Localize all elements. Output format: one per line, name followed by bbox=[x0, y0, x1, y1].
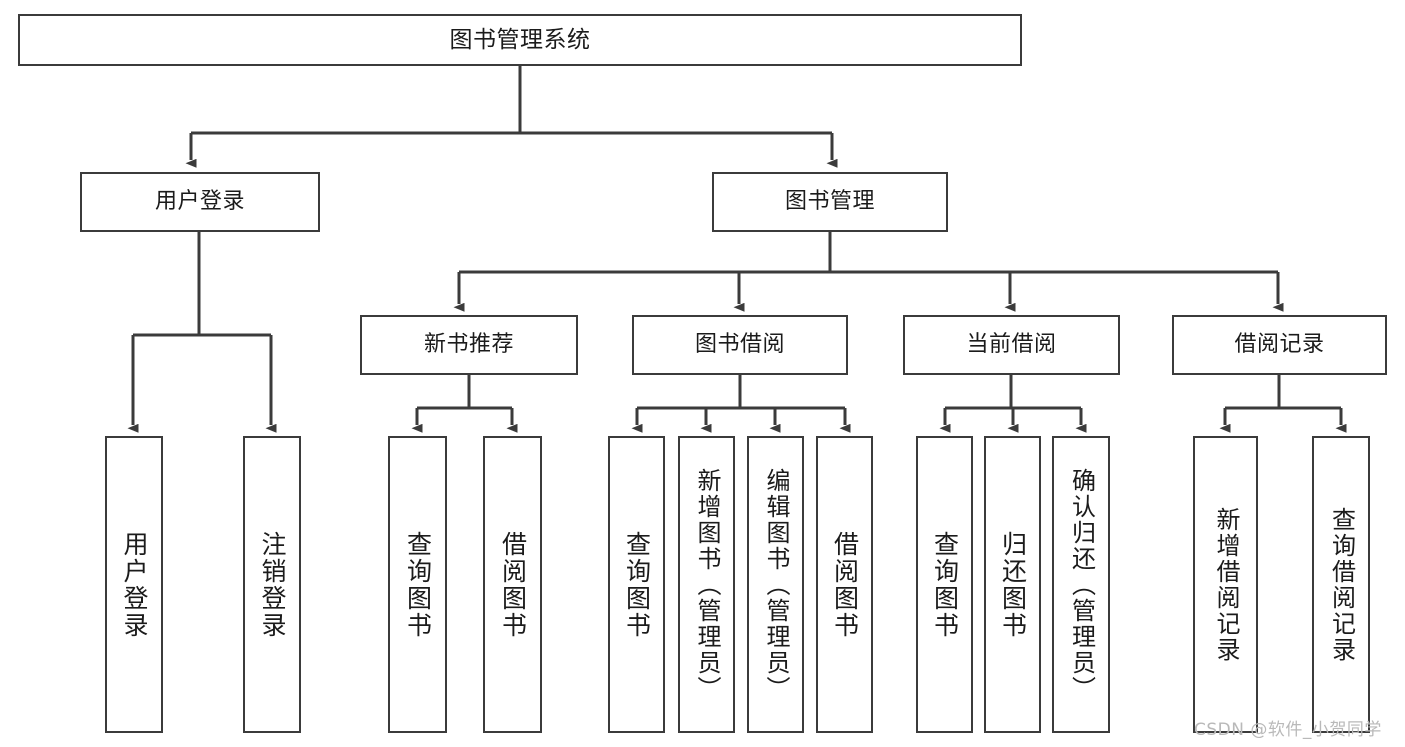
node-root-system[interactable]: 图书管理系统 bbox=[18, 14, 1022, 66]
node-user-login[interactable]: 用户登录 bbox=[80, 172, 320, 232]
node-borrow-record[interactable]: 借阅记录 bbox=[1172, 315, 1387, 375]
node-label: 借阅记录 bbox=[1234, 332, 1325, 358]
csdn-watermark: CSDN @软件_小贺同学 bbox=[1194, 720, 1382, 740]
node-label: 查询图书 bbox=[403, 530, 433, 639]
node-label: 借阅图书 bbox=[498, 530, 528, 639]
node-label: 新增图书（管理员） bbox=[692, 467, 721, 702]
leaf-user-login[interactable]: 用户登录 bbox=[105, 436, 163, 733]
leaf-borrow-book-recommend[interactable]: 借阅图书 bbox=[483, 436, 542, 733]
node-label: 编辑图书（管理员） bbox=[761, 467, 790, 702]
node-label: 确认归还（管理员） bbox=[1067, 467, 1096, 702]
leaf-confirm-return[interactable]: 确认归还（管理员） bbox=[1052, 436, 1110, 733]
node-label: 图书管理系统 bbox=[449, 26, 591, 53]
node-label: 当前借阅 bbox=[966, 332, 1057, 358]
node-label: 归还图书 bbox=[998, 530, 1028, 639]
leaf-query-book-borrow[interactable]: 查询图书 bbox=[608, 436, 665, 733]
leaf-query-book-recommend[interactable]: 查询图书 bbox=[388, 436, 447, 733]
node-book-borrow[interactable]: 图书借阅 bbox=[632, 315, 848, 375]
node-label: 用户登录 bbox=[120, 530, 149, 639]
node-book-management[interactable]: 图书管理 bbox=[712, 172, 948, 232]
leaf-logout[interactable]: 注销登录 bbox=[243, 436, 301, 733]
leaf-query-book-current[interactable]: 查询图书 bbox=[916, 436, 973, 733]
node-current-borrow[interactable]: 当前借阅 bbox=[903, 315, 1120, 375]
leaf-add-borrow-record[interactable]: 新增借阅记录 bbox=[1193, 436, 1258, 733]
node-label: 借阅图书 bbox=[830, 530, 860, 639]
node-label: 新书推荐 bbox=[423, 332, 514, 358]
node-label: 查询图书 bbox=[930, 530, 960, 639]
node-new-book-recommend[interactable]: 新书推荐 bbox=[360, 315, 578, 375]
node-label: 图书借阅 bbox=[694, 332, 785, 358]
node-label: 用户登录 bbox=[154, 189, 245, 215]
node-label: 新增借阅记录 bbox=[1211, 506, 1240, 663]
leaf-add-book[interactable]: 新增图书（管理员） bbox=[678, 436, 735, 733]
node-label: 注销登录 bbox=[258, 530, 287, 639]
leaf-return-book[interactable]: 归还图书 bbox=[984, 436, 1041, 733]
leaf-borrow-book[interactable]: 借阅图书 bbox=[816, 436, 873, 733]
node-label: 查询图书 bbox=[622, 530, 652, 639]
node-label: 图书管理 bbox=[784, 189, 875, 215]
leaf-edit-book[interactable]: 编辑图书（管理员） bbox=[747, 436, 804, 733]
leaf-query-borrow-record[interactable]: 查询借阅记录 bbox=[1312, 436, 1370, 733]
node-label: 查询借阅记录 bbox=[1327, 506, 1356, 663]
